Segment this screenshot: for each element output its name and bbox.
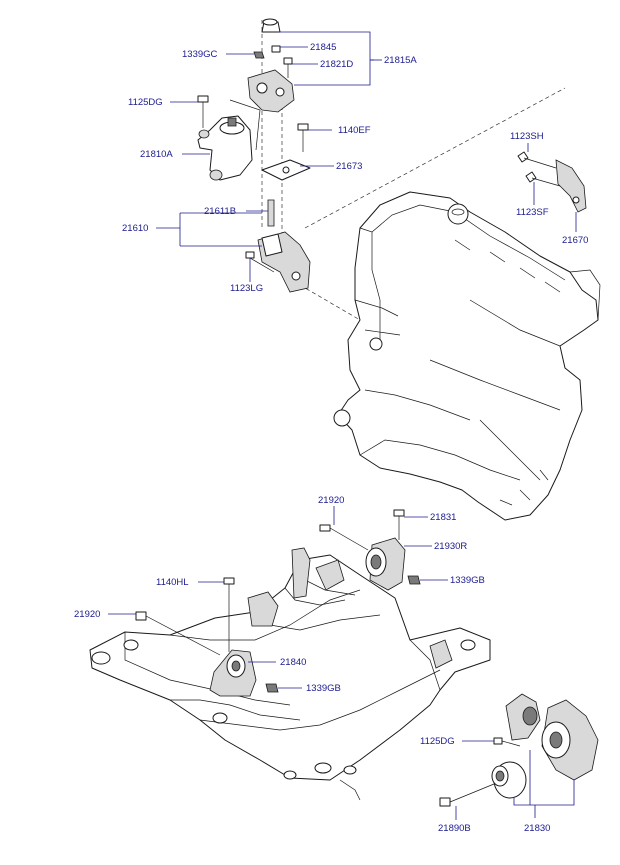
alignment-line-2 [299,284,361,321]
label-21611B: 21611B [204,206,236,217]
label-21920-top: 21920 [318,495,344,506]
label-21840: 21840 [280,657,306,668]
label-21673: 21673 [336,161,362,172]
label-21830: 21830 [524,823,550,834]
label-21930R: 21930R [434,541,467,552]
label-21670: 21670 [562,235,588,246]
label-1125DG-top: 1125DG [128,97,163,108]
label-21610: 21610 [122,223,148,234]
engine-block [333,191,601,521]
label-21815A: 21815A [384,55,417,66]
leader-lines [108,31,577,820]
mount-21840 [135,577,279,697]
bracket-21670 [517,151,587,213]
label-21890B: 21890B [438,823,471,834]
mount-21830 [439,693,599,807]
part-labels: 1339GC 21845 21815A 21821D 1125DG 1140EF… [74,42,588,834]
label-1339GB-mid: 1339GB [306,683,341,694]
mount-21930R [319,509,421,591]
label-1339GB-right: 1339GB [450,575,485,586]
label-21821D: 21821D [320,59,353,70]
label-1123SH: 1123SH [510,131,544,142]
top-mount-parts [197,18,311,293]
label-1339GC: 1339GC [182,49,218,60]
label-21845: 21845 [310,42,336,53]
label-1140EF: 1140EF [338,125,371,136]
label-1123SF: 1123SF [516,207,549,218]
label-1125DG-bottom: 1125DG [420,736,455,747]
label-21810A: 21810A [140,149,173,160]
alignment-line [304,87,566,229]
label-1123LG: 1123LG [230,283,263,294]
subframe [89,547,491,801]
label-1140HL: 1140HL [156,577,189,588]
label-21831: 21831 [430,512,456,523]
label-21920-left: 21920 [74,609,100,620]
